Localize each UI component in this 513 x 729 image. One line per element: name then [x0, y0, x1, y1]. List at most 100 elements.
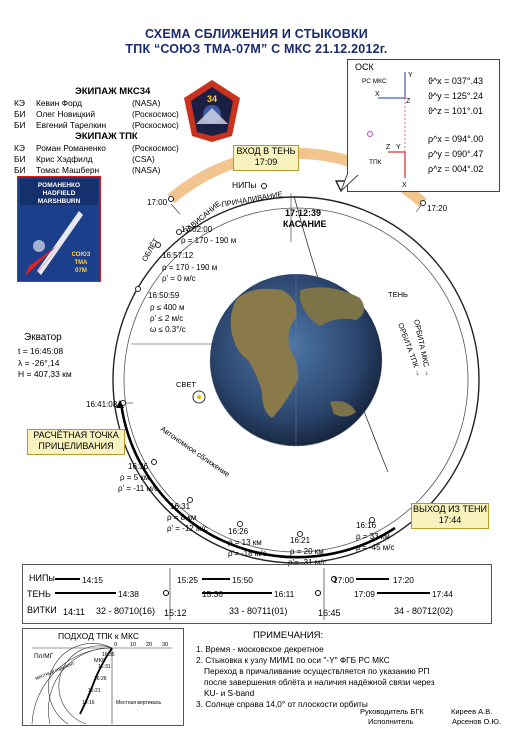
- time-1700: 17:00: [147, 198, 168, 207]
- timeline1-start: 14:11: [63, 607, 85, 617]
- shadow-entry-label: ВХОД В ТЕНЬ: [236, 146, 296, 156]
- autonomous-approach-arc: [119, 402, 396, 559]
- note-item: KU- и S-band: [204, 688, 255, 698]
- timeline2-shadow-end: 16:11: [274, 589, 295, 599]
- patch-ship-3: 07М: [75, 268, 87, 274]
- patch-number: 34: [207, 94, 217, 104]
- osk-angle-theta-x: ϑ^x = 037°.43: [428, 76, 484, 86]
- aim-time: 16:41:08: [86, 400, 118, 409]
- p1657-time: 16:57:12: [162, 251, 194, 260]
- timeline2-nip-end: 15:50: [232, 575, 253, 585]
- equator-label: Экватор: [24, 332, 62, 343]
- flyaround-label: ОБЛЁТ: [140, 236, 161, 263]
- iss-orbit: [112, 196, 480, 564]
- approach-horizon-label: местный горизонт: [34, 659, 76, 681]
- p1702-time: 17:02:00: [181, 225, 213, 234]
- p1636-time: 16:36: [128, 462, 149, 471]
- signoff-head-name: Киреев А.В.: [451, 707, 493, 716]
- note-item: 2. Стыковка к узлу МИМ1 по оси "-Y" ФГБ …: [196, 655, 390, 665]
- berthing-label: ПРИЧАЛИВАНИЕ: [221, 189, 283, 209]
- nip-band-label: НИПы: [232, 180, 256, 190]
- equator-longitude: λ = -26°,14: [18, 358, 60, 368]
- approach-scale-0: 0: [114, 642, 117, 648]
- signoff-exec-role: Исполнитель: [368, 717, 414, 726]
- p1650-rate: ρ' ≤ 2 м/с: [150, 314, 183, 323]
- notes-heading: ПРИМЕЧАНИЯ:: [253, 630, 324, 641]
- timeline3-start: 16:45: [318, 608, 341, 618]
- p1621-time: 16:21: [290, 536, 311, 545]
- osk-angle-rho-y: ρ^y = 090°.47: [428, 149, 484, 159]
- approach-scale-10: 10: [130, 642, 136, 648]
- p1626-time: 16:26: [228, 527, 249, 536]
- timeline1-nip-time: 14:15: [82, 575, 103, 585]
- timeline3-orbit: 34 - 80712(02): [394, 606, 454, 616]
- p1621-rate: ρ'= -31 м/с: [288, 558, 326, 567]
- timeline2-marker-icon: [315, 590, 321, 596]
- approach-diagram: Пл/МГ местный горизонт Местная вертикаль…: [31, 642, 172, 724]
- osk-panel: ОСК РС МКС ТПК Y X Z Z Y X ϑ^x = 037°.43…: [347, 59, 500, 192]
- aim-point-line2: ПРИЦЕЛИВАНИЯ: [38, 441, 114, 451]
- madagascar-landmass: [330, 401, 356, 417]
- timeline1-shadow-time: 14:38: [118, 589, 139, 599]
- p1650-omega: ω ≤ 0.3°/с: [150, 325, 186, 334]
- p1636-rate: ρ' = -11 м/с: [118, 484, 158, 493]
- osk-z-axis-label: Z: [406, 98, 411, 105]
- autonomous-label: Автономное сближение: [159, 424, 232, 479]
- osk-tpk-z-label: Z: [386, 144, 391, 151]
- approach-plane-label: Пл/МГ: [34, 653, 54, 660]
- sun-core: [197, 395, 201, 399]
- patch-ship-2: ТМА: [75, 260, 89, 266]
- africa-landmass: [230, 288, 299, 418]
- shadow-exit-time: 17:44: [438, 515, 462, 525]
- approach-time-3: 16:26: [94, 676, 107, 682]
- shadow-exit-label: ВЫХОД ИЗ ТЕНИ: [413, 504, 487, 514]
- timeline3-shadow-end: 17:44: [432, 589, 453, 599]
- timeline-row-nip: НИПы: [29, 573, 55, 583]
- p1657-rate: ρ' = 0 м/с: [162, 274, 196, 283]
- p1621-range: ρ = 20 км: [290, 547, 324, 556]
- equator-time: t = 16:45:08: [18, 346, 63, 356]
- marker-1650: [135, 286, 141, 292]
- asia-landmass: [300, 287, 365, 326]
- crew-iss-heading: ЭКИПАЖ МКС34: [75, 86, 151, 97]
- osk-tpk-y-label: Y: [396, 144, 401, 151]
- signoff-head-role: Руководитель БГК: [360, 707, 424, 716]
- aim-point-line1: РАСЧЁТНАЯ ТОЧКА: [33, 430, 119, 440]
- patch-name-1: РОМАНЕНКО: [38, 182, 80, 189]
- timeline3-nip-start: 17:00: [333, 575, 354, 585]
- tpk-orbit: [123, 207, 469, 553]
- diagram-title-line2: ТПК “СОЮЗ ТМА-07М” С МКС 21.12.2012г.: [125, 42, 388, 56]
- approach-time-2: 16:31: [98, 664, 111, 670]
- timeline3-shadow-start: 17:09: [354, 589, 375, 599]
- osk-angles-rho: ρ^x = 094°.00 ρ^y = 090°.47 ρ^z = 004°.0…: [428, 132, 483, 177]
- osk-x-axis-label: X: [375, 91, 380, 98]
- note-item: после завершения облёта и наличия надёжн…: [204, 677, 435, 687]
- approach-time-5: 16:16: [82, 700, 95, 706]
- timeline1-marker-icon: [163, 590, 169, 596]
- p1631-time: 16:31: [170, 502, 191, 511]
- timeline2-start: 15:12: [164, 608, 187, 618]
- patch-name-2: HADFIELD: [43, 190, 76, 197]
- p1616-range: ρ = 33 км: [356, 532, 390, 541]
- docking-time: 17:12:39: [285, 208, 321, 218]
- notes-list: 1. Время - московское декретное 2. Стыко…: [196, 644, 435, 710]
- osk-pc-mks-label: РС МКС: [362, 78, 387, 85]
- approach-mks-label: МКС: [94, 658, 106, 664]
- timeline-panel: [22, 564, 492, 624]
- p1631-rate: ρ' = -12 м/с: [167, 524, 208, 533]
- approach-scale-20: 20: [146, 642, 152, 648]
- note-item: Переход в причаливание осуществляется по…: [204, 666, 430, 676]
- osk-pointer: [340, 175, 359, 192]
- marker-1720: [420, 200, 426, 206]
- signoff-exec-name: Арсенов О.Ю.: [452, 717, 502, 726]
- p1650-time: 16:50:59: [148, 291, 180, 300]
- leader-1700: [170, 203, 181, 215]
- timeline-row-orbits: ВИТКИ: [27, 605, 57, 615]
- shadow-entry-time: 17:09: [254, 157, 278, 167]
- p1657-range: ρ = 170 - 190 м: [162, 263, 217, 272]
- osk-angles-theta: ϑ^x = 037°.43 ϑ^y = 125°.24 ϑ^z = 101°.0…: [428, 74, 483, 119]
